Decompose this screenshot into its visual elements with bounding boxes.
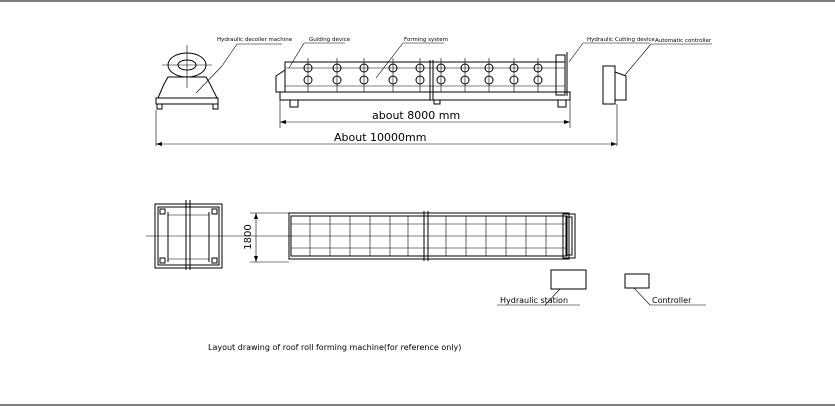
roller-stand	[388, 58, 398, 92]
callout-forming: Forming system	[404, 37, 448, 43]
roller-stands	[303, 58, 543, 92]
dimension-10000	[156, 142, 617, 146]
plan-roller-lines	[309, 216, 547, 256]
roller-stand	[509, 58, 519, 92]
callout-leaders	[195, 42, 712, 94]
label-hydraulic-station: Hydraulic station	[500, 296, 568, 305]
dimension-1800-label: 1800	[243, 224, 254, 249]
callout-controller: Automatic controller	[655, 38, 712, 44]
callout-cutting: Hydraulic Cutting device	[587, 37, 655, 43]
dimension-1800	[250, 212, 289, 263]
decoiler-plan	[154, 200, 223, 270]
callout-decoiler: Hydraulic decoiler machine	[217, 37, 293, 43]
roller-stand	[332, 58, 342, 92]
callout-guiding: Guiding device	[309, 37, 351, 43]
roller-stand	[359, 58, 369, 92]
dimension-8000-label: about 8000 mm	[372, 109, 460, 122]
controller-box	[624, 273, 650, 289]
roller-stand	[415, 58, 425, 92]
roller-stand	[303, 58, 313, 92]
roller-stand	[484, 58, 494, 92]
forming-machine-plan	[288, 211, 576, 261]
decoiler-elevation	[155, 45, 219, 146]
roller-stand	[436, 58, 446, 92]
dimension-10000-label: About 10000mm	[334, 131, 426, 144]
forming-machine-elevation	[275, 52, 571, 128]
label-controller: Controller	[652, 296, 692, 305]
drawing-caption: Layout drawing of roof roll forming mach…	[208, 343, 461, 352]
hydraulic-station-leader	[544, 288, 561, 306]
controller-elevation	[602, 65, 627, 146]
roller-stand	[533, 58, 543, 92]
roller-stand	[460, 58, 470, 92]
controller-leader	[633, 287, 651, 306]
dimension-8000	[280, 120, 570, 124]
hydraulic-station-box	[550, 269, 587, 290]
